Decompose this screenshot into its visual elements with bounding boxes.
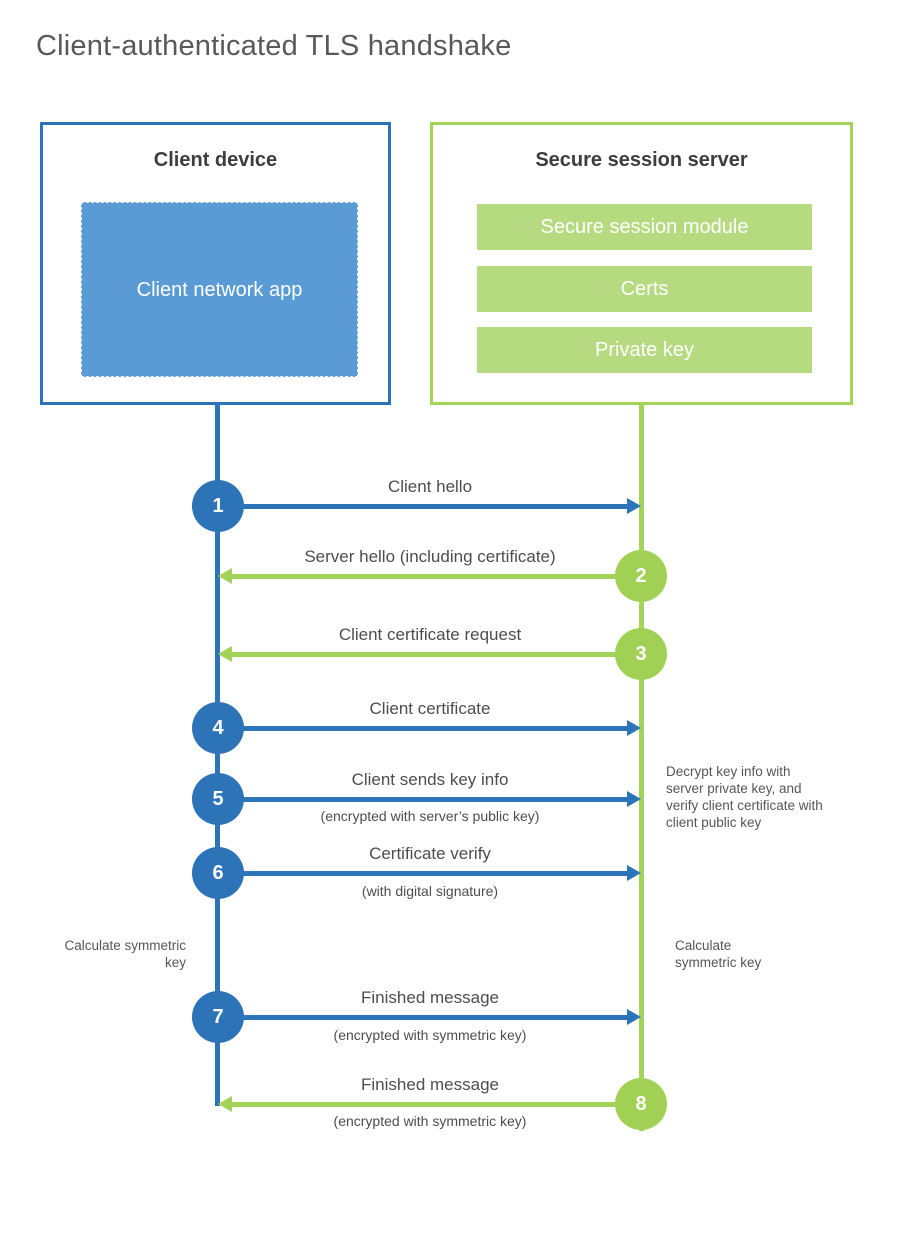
calculate-symmetric-key-note-server: Calculate symmetric key [675,938,762,970]
message-sublabel: (encrypted with symmetric key) [333,1027,527,1043]
server-title: Secure session server [535,149,748,171]
message-label: Client sends key info [351,770,509,789]
step-circle: 5 [192,773,244,825]
step-circle: 2 [615,550,667,602]
arrow-right-icon [218,1009,641,1025]
server-certs-bar: Certs [477,266,812,312]
message-label: Certificate verify [369,844,491,863]
client-device-box: Client device Client network app [40,122,391,405]
step-circle: 7 [192,991,244,1043]
secure-session-server-box: Secure session server Secure session mod… [430,122,853,405]
step-circle: 3 [615,628,667,680]
client-network-app-label: Client network app [136,278,303,301]
message-label: Finished message [361,988,499,1007]
arrow-left-icon [218,646,641,662]
arrow-right-icon [218,865,641,881]
message-sublabel: (with digital signature) [361,883,499,899]
arrow-right-icon [218,791,641,807]
server-module-bar: Secure session module [477,204,812,250]
message-sublabel: (encrypted with symmetric key) [333,1113,527,1129]
step-circle: 8 [615,1078,667,1130]
decrypt-note: Decrypt key info with server private key… [666,764,823,830]
client-network-app-box: Client network app [81,202,358,377]
client-lifeline [215,405,220,1106]
arrow-left-icon [218,1096,641,1112]
step-circle: 6 [192,847,244,899]
message-label: Client certificate request [338,625,522,644]
arrow-left-icon [218,568,641,584]
arrow-right-icon [218,720,641,736]
client-device-title: Client device [153,149,278,171]
message-label: Finished message [361,1075,499,1094]
message-label: Client hello [387,477,473,496]
step-circle: 1 [192,480,244,532]
message-sublabel: (encrypted with server’s public key) [320,808,540,824]
server-private-key-bar: Private key [477,327,812,373]
message-label: Client certificate [369,699,491,718]
calculate-symmetric-key-note-client: Calculate symmetric key [64,938,186,970]
server-lifeline [639,405,644,1131]
step-circle: 4 [192,702,244,754]
page-title: Client-authenticated TLS handshake [36,30,512,62]
message-label: Server hello (including certificate) [304,547,556,566]
arrow-right-icon [218,498,641,514]
